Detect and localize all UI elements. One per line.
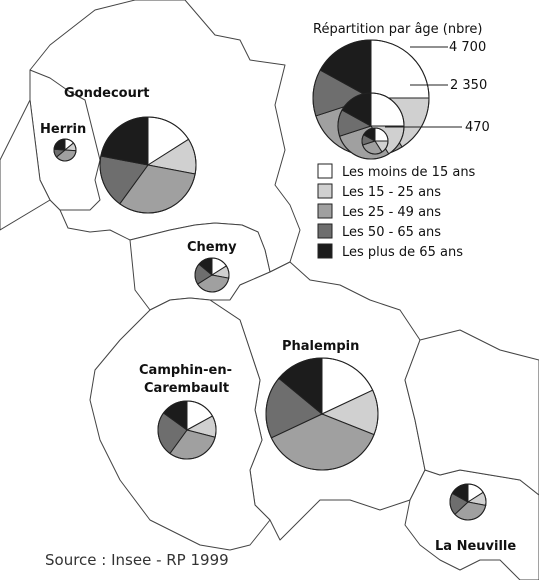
scale-pies xyxy=(312,39,430,160)
scale-value-mid: 2 350 xyxy=(450,78,487,93)
scale-pie-min xyxy=(361,127,389,155)
gondecourt-pie-outline xyxy=(99,116,197,214)
legend-label-0: Les moins de 15 ans xyxy=(342,165,476,180)
herrin-pie xyxy=(53,138,77,162)
camphin-pie-outline xyxy=(157,400,217,460)
legend-label-3: Les 50 - 65 ans xyxy=(342,225,441,240)
phalempin-pie-outline xyxy=(265,357,379,471)
legend-swatch-2 xyxy=(317,203,333,219)
legend-item-0: Les moins de 15 ans xyxy=(317,163,476,180)
legend-swatch-0 xyxy=(317,163,333,179)
legend-swatch-4 xyxy=(317,243,333,259)
scale-pie-min-outline xyxy=(361,127,389,155)
phalempin-pie xyxy=(265,357,379,471)
label-camphin-line1: Camphin-en- xyxy=(139,363,232,378)
legend-item-1: Les 15 - 25 ans xyxy=(317,183,441,200)
la-neuville-pie xyxy=(449,483,487,521)
scale-value-max: 4 700 xyxy=(449,40,486,55)
legend-swatch-1 xyxy=(317,183,333,199)
camphin-pie xyxy=(157,400,217,460)
label-phalempin: Phalempin xyxy=(282,339,359,354)
label-camphin-line2: Carembault xyxy=(144,381,229,396)
legend-label-1: Les 15 - 25 ans xyxy=(342,185,441,200)
la-neuville-pie-outline xyxy=(449,483,487,521)
label-gondecourt: Gondecourt xyxy=(64,86,150,101)
herrin-pie-outline xyxy=(53,138,77,162)
legend: Répartition par âge (nbre) 4 700 2 350 4… xyxy=(312,22,490,260)
east-neighbour-boundary xyxy=(404,329,539,496)
legend-label-2: Les 25 - 49 ans xyxy=(342,205,441,220)
label-herrin: Herrin xyxy=(40,122,86,137)
legend-item-2: Les 25 - 49 ans xyxy=(317,203,441,220)
west-neighbour-boundary xyxy=(0,99,51,231)
chemy-pie xyxy=(194,257,230,293)
pie-charts xyxy=(53,116,487,521)
scale-value-min: 470 xyxy=(465,120,490,135)
legend-title: Répartition par âge (nbre) xyxy=(313,22,483,37)
chemy-pie-outline xyxy=(194,257,230,293)
source-note: Source : Insee - RP 1999 xyxy=(45,551,229,569)
label-chemy: Chemy xyxy=(187,240,237,255)
gondecourt-pie xyxy=(99,116,197,214)
label-la-neuville: La Neuville xyxy=(435,539,516,554)
commune-labels: Gondecourt Herrin Chemy Phalempin Camphi… xyxy=(40,86,516,554)
legend-swatch-3 xyxy=(317,223,333,239)
legend-item-4: Les plus de 65 ans xyxy=(317,243,463,260)
scale-pie-max-slice-0 xyxy=(370,39,430,99)
legend-label-4: Les plus de 65 ans xyxy=(342,245,463,260)
legend-item-3: Les 50 - 65 ans xyxy=(317,223,441,240)
scale-pie-mid-outline xyxy=(337,92,405,160)
